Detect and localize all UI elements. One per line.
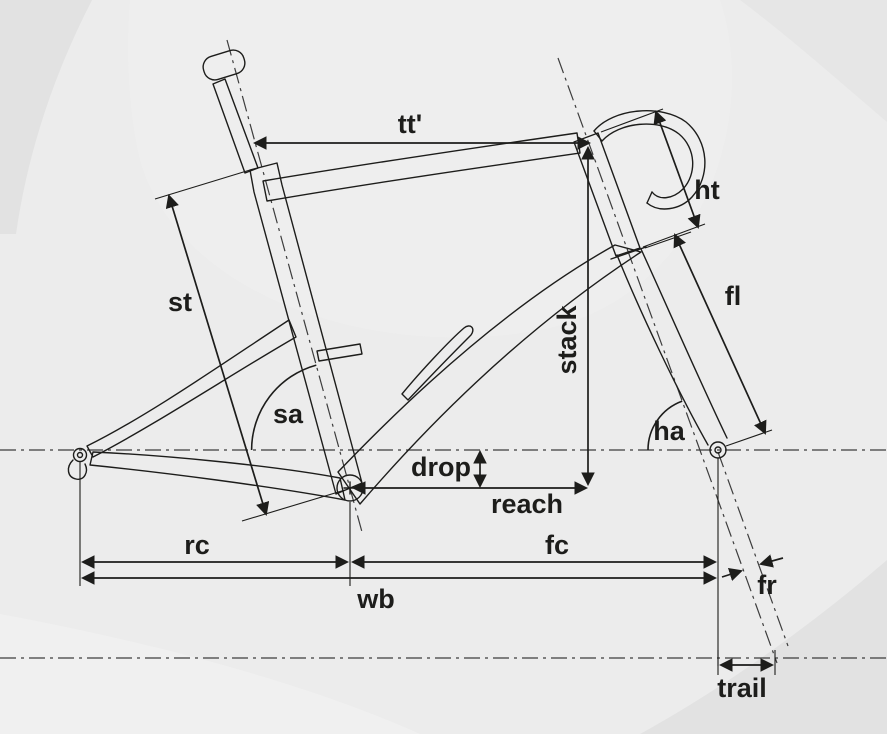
rear-dropout <box>67 459 88 480</box>
label-stack: stack <box>552 304 582 374</box>
dimension-seat-tube <box>165 194 270 516</box>
dimension-fork-rake-right-arrow <box>759 554 784 568</box>
label-head-angle: ha <box>653 416 685 446</box>
label-fork-length: fl <box>725 281 742 311</box>
down-tube <box>337 244 642 505</box>
steering-axis-centerline <box>557 57 778 664</box>
label-front-center: fc <box>545 530 569 560</box>
label-head-tube: ht <box>694 175 719 205</box>
background-shape-bottom-right <box>640 560 887 734</box>
background-shape-top-left <box>0 0 92 234</box>
labels: tt' ht fl st stack sa ha drop reach rc f… <box>168 109 777 703</box>
background-shape-center <box>128 0 733 338</box>
handlebar-stem-join <box>593 130 603 142</box>
seat-tube-axis-centerline <box>226 39 363 533</box>
head-tube <box>573 132 641 257</box>
down-tube-detail <box>401 325 474 401</box>
dimension-fork-rake-left-arrow <box>721 567 743 581</box>
dimension-fork-length <box>673 233 767 435</box>
dimension-head-tube <box>653 110 701 229</box>
label-rear-center: rc <box>184 530 210 560</box>
label-seat-angle: sa <box>273 399 304 429</box>
rear-axle <box>72 447 88 463</box>
handlebar-end <box>646 191 653 204</box>
background-shape-bottom-left <box>0 614 420 734</box>
fork-offset-centerline <box>717 451 789 647</box>
fork-crown <box>610 246 647 260</box>
label-fork-rake: fr <box>757 570 777 600</box>
rear-axle-center <box>76 451 84 459</box>
label-reach: reach <box>491 489 563 519</box>
seat-tube-detail <box>316 343 363 362</box>
front-axle-center <box>714 446 722 454</box>
background-shape-top-right <box>740 0 887 122</box>
label-seat-tube: st <box>168 287 192 317</box>
label-top-tube: tt' <box>398 109 422 139</box>
dimension-lines <box>79 108 784 675</box>
label-drop: drop <box>411 452 471 482</box>
label-trail: trail <box>717 673 767 703</box>
head-tube-extension-top <box>600 108 664 133</box>
label-wheelbase: wb <box>356 584 395 614</box>
seatpost-clamp <box>202 49 246 81</box>
top-tube <box>262 132 581 202</box>
centerlines <box>0 39 887 664</box>
